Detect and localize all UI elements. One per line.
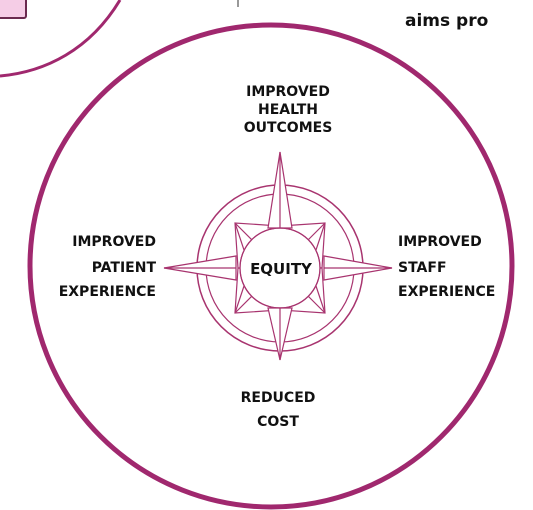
top-left-fragment [0,0,122,78]
aim-bottom-line-1: REDUCED [241,390,316,406]
aim-right-line-1: IMPROVED [398,234,482,250]
aim-left-line-2: PATIENT [92,260,157,276]
aim-right-line-2: STAFF [398,260,447,276]
compass-cardinal-points [163,151,393,361]
aim-top: IMPROVED HEALTH OUTCOMES [244,84,333,136]
header-fragment: aims pro [405,11,488,31]
compass-rose-icon [163,151,393,361]
pink-corner-card [0,0,27,19]
aim-top-line-2: HEALTH [258,102,318,118]
aim-top-line-3: OUTCOMES [244,120,333,136]
aim-bottom: REDUCED COST [241,390,316,430]
aim-left-line-1: IMPROVED [72,234,156,250]
aim-left: IMPROVED PATIENT EXPERIENCE [59,234,157,300]
center-label-equity: EQUITY [250,260,313,278]
aim-right: IMPROVED STAFF EXPERIENCE [398,234,495,300]
secondary-circle-arc [0,0,122,78]
aim-top-line-1: IMPROVED [246,84,330,100]
aim-bottom-line-2: COST [257,414,299,430]
aim-right-line-3: EXPERIENCE [398,284,495,300]
aim-left-line-3: EXPERIENCE [59,284,156,300]
